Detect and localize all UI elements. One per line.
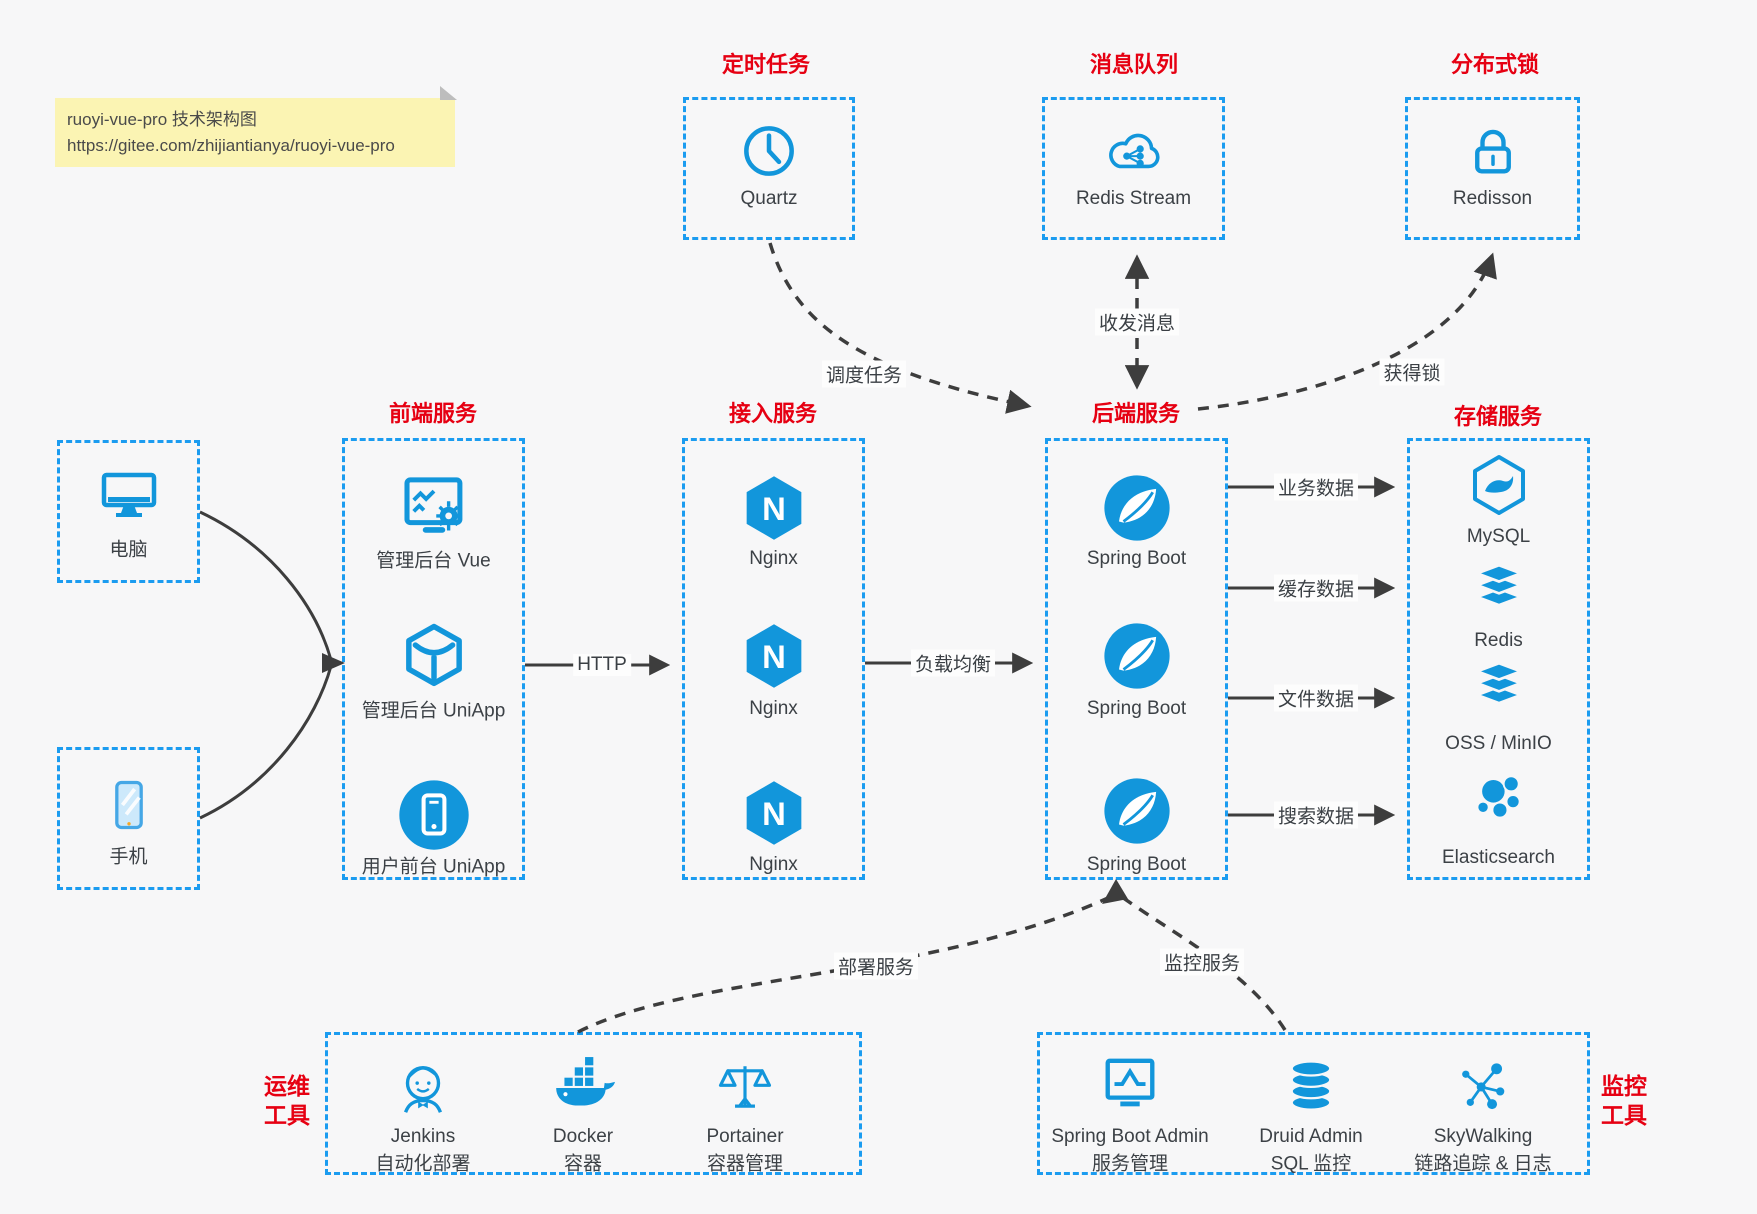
jenkins-icon	[403, 1065, 443, 1113]
edge-label-monitor-service: 监控服务	[1159, 948, 1245, 976]
edge-label-acquire-lock: 获得锁	[1379, 358, 1445, 386]
lock-icon	[1474, 129, 1511, 174]
svg-text:N: N	[762, 795, 786, 832]
nginx-label: Nginx	[749, 548, 798, 569]
database-icon	[1290, 1060, 1332, 1111]
admin-vue-icon	[403, 477, 462, 533]
edge-acquire-lock	[1197, 252, 1497, 411]
docker-label: Docker	[552, 1126, 614, 1147]
note-line-title: ruoyi-vue-pro 技术架构图	[67, 110, 257, 129]
user-app-icon	[398, 780, 469, 850]
column-title-backend: 后端服务	[1091, 401, 1181, 426]
skywalking-label: SkyWalking	[1433, 1126, 1533, 1147]
ops-tools-box: Jenkins 自动化部署 Docker 容器 Portainer 容器管理	[325, 1032, 862, 1175]
column-title-storage: 存储服务	[1453, 404, 1543, 429]
uniapp-cube-icon	[405, 623, 462, 687]
note-line-url: https://gitee.com/zhijiantianya/ruoyi-vu…	[67, 136, 395, 155]
svg-text:N: N	[762, 638, 786, 675]
monitor-tools-title-line2: 工具	[1601, 1102, 1647, 1128]
topology-icon	[1462, 1063, 1505, 1110]
nginx-icon: N	[746, 476, 801, 540]
redisson-box: Redisson	[1405, 97, 1580, 240]
portainer-label: Portainer	[706, 1126, 784, 1147]
portainer-desc: 容器管理	[706, 1153, 784, 1175]
edge-label-http: HTTP	[573, 654, 631, 676]
redis-stream-label: Redis Stream	[1075, 188, 1192, 209]
elasticsearch-label: Elasticsearch	[1442, 847, 1555, 868]
title-note: ruoyi-vue-pro 技术架构图 https://gitee.com/zh…	[55, 86, 457, 167]
clock-icon	[744, 126, 794, 176]
note-fold-corner	[440, 86, 457, 100]
access-service-box: N Nginx N Nginx N Nginx	[682, 438, 865, 880]
spring-boot-admin-label: Spring Boot Admin	[1051, 1126, 1209, 1147]
ops-tools-title-line1: 运维	[264, 1073, 310, 1099]
monitor-tools-title-line1: 监控	[1601, 1073, 1647, 1099]
nginx-icon: N	[746, 781, 801, 845]
ops-tools-title: 运维 工具	[264, 1072, 310, 1130]
redis-stack-icon	[1472, 563, 1525, 607]
group-title-distributed-lock: 分布式锁	[1450, 52, 1540, 77]
smartphone-icon	[114, 780, 143, 830]
spring-leaf-icon	[1103, 623, 1170, 689]
docker-icon	[556, 1057, 615, 1106]
redisson-label: Redisson	[1452, 188, 1533, 209]
ops-tools-title-line2: 工具	[264, 1102, 310, 1128]
user-uniapp-label: 用户前台 UniApp	[361, 856, 506, 878]
monitor-chart-icon	[1105, 1058, 1155, 1107]
edge-label-file-data: 文件数据	[1273, 684, 1359, 712]
redis-label: Redis	[1474, 630, 1523, 651]
nginx-icon: N	[746, 624, 801, 688]
jenkins-label: Jenkins	[390, 1126, 456, 1147]
spring-boot-admin-desc: 服务管理	[1091, 1153, 1169, 1175]
skywalking-desc: 链路追踪 & 日志	[1414, 1153, 1552, 1175]
portainer-icon	[718, 1066, 772, 1108]
nginx-label: Nginx	[749, 854, 798, 875]
monitor-tools-box: Spring Boot Admin 服务管理 Druid Admin SQL 监…	[1037, 1032, 1590, 1175]
mobile-client-box: 手机	[57, 747, 200, 890]
druid-admin-label: Druid Admin	[1259, 1126, 1363, 1147]
docker-desc: 容器	[563, 1153, 603, 1175]
spring-leaf-icon	[1103, 475, 1170, 541]
edge-label-deploy-service: 部署服务	[833, 952, 919, 980]
group-title-message-queue: 消息队列	[1089, 52, 1179, 77]
desktop-icon	[101, 472, 156, 517]
frontend-service-box: 管理后台 Vue 管理后台 UniApp 用户前台 UniApp	[342, 438, 525, 880]
svg-text:N: N	[762, 490, 786, 527]
quartz-label: Quartz	[740, 188, 798, 209]
edge-label-send-receive-message: 收发消息	[1094, 308, 1180, 336]
column-title-access: 接入服务	[728, 401, 818, 426]
nginx-label: Nginx	[749, 698, 798, 719]
storage-service-box: MySQL Redis OSS / MinIO Elasticsearch	[1407, 438, 1590, 880]
monitor-tools-title: 监控 工具	[1601, 1072, 1647, 1130]
mobile-client-label: 手机	[109, 846, 148, 868]
quartz-box: Quartz	[683, 97, 855, 240]
druid-admin-desc: SQL 监控	[1270, 1153, 1352, 1175]
spring-boot-label: Spring Boot	[1086, 854, 1187, 875]
column-title-frontend: 前端服务	[388, 401, 478, 426]
spring-boot-label: Spring Boot	[1086, 548, 1187, 569]
spring-leaf-icon	[1103, 778, 1170, 844]
oss-minio-label: OSS / MinIO	[1445, 733, 1552, 754]
elasticsearch-icon	[1476, 775, 1521, 819]
edge-label-search-data: 搜索数据	[1273, 801, 1359, 829]
redis-stream-box: Redis Stream	[1042, 97, 1225, 240]
edge-label-business-data: 业务数据	[1273, 473, 1359, 501]
jenkins-desc: 自动化部署	[375, 1153, 471, 1175]
edge-label-cache-data: 缓存数据	[1273, 574, 1359, 602]
group-title-scheduled-task: 定时任务	[721, 52, 811, 77]
spring-boot-label: Spring Boot	[1086, 698, 1187, 719]
admin-uniapp-label: 管理后台 UniApp	[361, 700, 506, 722]
client-merge-arrow	[199, 510, 345, 820]
backend-apex-arrowhead	[1102, 879, 1128, 904]
pc-client-box: 电脑	[57, 440, 200, 583]
mysql-label: MySQL	[1466, 526, 1531, 547]
edge-label-load-balance: 负载均衡	[910, 649, 996, 677]
admin-vue-label: 管理后台 Vue	[376, 550, 491, 572]
oss-stack-icon	[1472, 661, 1525, 705]
edge-label-schedule-job: 调度任务	[821, 360, 907, 388]
mysql-icon	[1472, 455, 1525, 515]
cloud-stream-icon	[1108, 133, 1160, 169]
pc-client-label: 电脑	[109, 539, 148, 561]
backend-service-box: Spring Boot Spring Boot Spring Boot	[1045, 438, 1228, 880]
